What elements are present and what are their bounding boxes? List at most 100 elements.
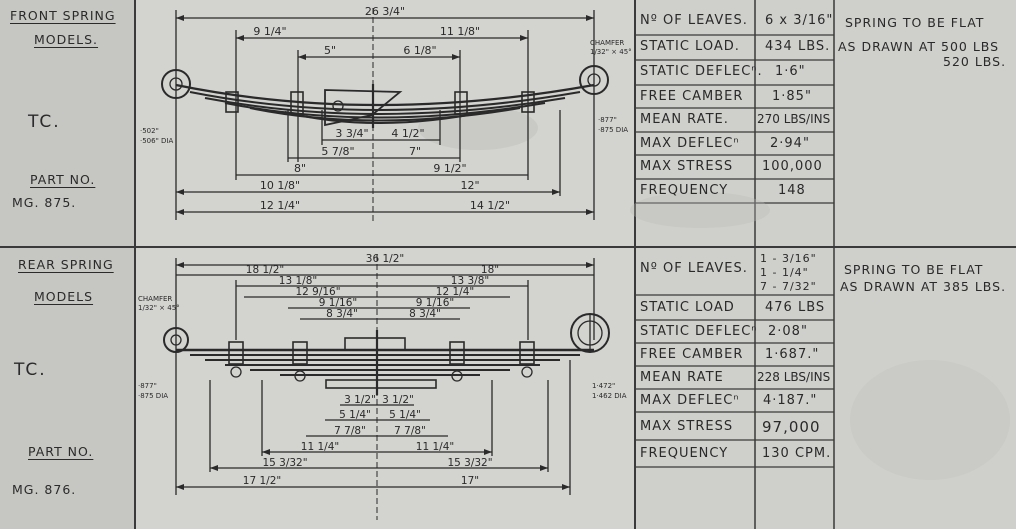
front-note-line1: SPRING TO BE FLAT xyxy=(845,15,985,30)
rear-dim-11-1-4-a: 11 1/4" xyxy=(301,441,339,453)
rear-spec-value-max-stress: 97,000 xyxy=(762,418,821,436)
front-dim-9-1-4: 9 1/4" xyxy=(253,25,286,38)
rear-note-line1: SPRING TO BE FLAT xyxy=(844,262,984,277)
front-dim-14-1-2: 14 1/2" xyxy=(470,199,510,212)
rear-dim-13-3-8: 13 3/8" xyxy=(451,275,489,287)
front-note-line3: 520 LBS. xyxy=(943,54,1007,69)
rear-spec-label-max-stress: MAX STRESS xyxy=(640,419,734,434)
rear-dim-12-9-16: 12 9/16" xyxy=(295,286,340,298)
front-spec-label-static-deflection: STATIC DEFLECⁿ. xyxy=(640,64,763,79)
rear-dim-18-1-2: 18 1/2" xyxy=(246,264,284,276)
rear-dim-17: 17" xyxy=(461,475,479,487)
front-spec-label-max-stress: MAX STRESS xyxy=(640,159,734,174)
front-dim-12-1-4: 12 1/4" xyxy=(260,199,300,212)
rear-dim-7-7-8-a: 7 7/8" xyxy=(334,425,366,437)
rear-note-line2: AS DRAWN AT 385 LBS. xyxy=(840,279,1007,294)
front-spec-label-max-deflection: MAX DEFLECⁿ xyxy=(640,136,740,151)
rear-dim-3-1-2-b: 3 1/2" xyxy=(382,394,414,406)
front-title-line1: FRONT SPRING xyxy=(10,8,116,23)
front-spec-label-frequency: FREQUENCY xyxy=(640,183,729,198)
rear-spec-value-mean-rate: 228 LBS/INS xyxy=(757,370,831,384)
rear-dim-11-1-4-b: 11 1/4" xyxy=(416,441,454,453)
rear-dim-overall: 36 1/2" xyxy=(366,253,404,265)
rear-dim-13-1-8: 13 1/8" xyxy=(279,275,317,287)
front-spec-value-free-camber: 1·85" xyxy=(772,89,812,104)
rear-spec-label-free-camber: FREE CAMBER xyxy=(640,347,744,362)
front-dim-7: 7" xyxy=(409,145,421,158)
rear-dim-17-1-2: 17 1/2" xyxy=(243,475,281,487)
front-dim-9-1-2: 9 1/2" xyxy=(433,162,466,175)
rear-spec-label-leaves: Nº OF LEAVES. xyxy=(640,261,748,276)
rear-spec-value-max-deflection: 4·187." xyxy=(763,393,818,408)
rear-dim-7-7-8-b: 7 7/8" xyxy=(394,425,426,437)
front-eye-right-2: ·875 DIA xyxy=(598,126,628,134)
front-chamfer: CHAMFER xyxy=(590,39,624,47)
rear-spec-value-frequency: 130 CPM. xyxy=(762,446,832,461)
front-dim-11-1-8: 11 1/8" xyxy=(440,25,480,38)
rear-dim-9-1-16-a: 9 1/16" xyxy=(319,297,357,309)
rear-dim-15-3-32-b: 15 3/32" xyxy=(447,457,492,469)
rear-title-line1: REAR SPRING xyxy=(18,257,114,272)
front-spec-value-max-stress: 100,000 xyxy=(762,159,823,174)
front-spec-value-mean-rate: 270 LBS/INS xyxy=(757,112,831,126)
rear-dim-3-1-2-a: 3 1/2" xyxy=(344,394,376,406)
front-spec-value-static-deflection: 1·6" xyxy=(775,64,806,79)
rear-spec-value-leaves-2: 1 - 1/4" xyxy=(760,266,809,279)
front-spec-label-leaves: Nº OF LEAVES. xyxy=(640,13,748,28)
rear-spec-label-static-load: STATIC LOAD xyxy=(640,300,735,315)
front-dim-5-7-8: 5 7/8" xyxy=(321,145,354,158)
rear-spec-value-static-deflection: 2·08" xyxy=(768,324,808,339)
front-spec-value-frequency: 148 xyxy=(778,183,806,198)
front-eye-left-2: ·506" DIA xyxy=(140,137,173,145)
front-spec-value-static-load: 434 LBS. xyxy=(765,39,831,54)
front-dim-overall: 26 3/4" xyxy=(365,5,405,18)
rear-part-number: MG. 876. xyxy=(12,482,77,497)
front-dim-10-1-8: 10 1/8" xyxy=(260,179,300,192)
front-dim-12: 12" xyxy=(460,179,479,192)
rear-part-label: PART NO. xyxy=(28,444,94,459)
rear-spec-value-free-camber: 1·687." xyxy=(765,347,820,362)
rear-spec-label-mean-rate: MEAN RATE xyxy=(640,370,724,385)
rear-model: TC. xyxy=(14,360,47,380)
rear-eye-right-1: 1·472" xyxy=(592,382,615,390)
rear-eye-right-2: 1·462 DIA xyxy=(592,392,627,400)
front-eye-left-1: ·502" xyxy=(140,127,159,135)
rear-eye-left-2: ·875 DIA xyxy=(138,392,168,400)
front-spec-value-max-deflection: 2·94" xyxy=(770,136,810,151)
rear-dim-18: 18" xyxy=(481,264,499,276)
front-note-line2: AS DRAWN AT 500 LBS xyxy=(838,39,1000,54)
rear-chamfer: CHAMFER xyxy=(138,295,172,303)
front-part-label: PART NO. xyxy=(30,172,96,187)
front-spec-label-mean-rate: MEAN RATE. xyxy=(640,112,729,127)
front-dim-4-1-2: 4 1/2" xyxy=(391,127,424,140)
rear-chamfer-val: 1/32" × 45° xyxy=(138,304,180,312)
rear-dim-15-3-32-a: 15 3/32" xyxy=(262,457,307,469)
rear-dim-8-3-4-a: 8 3/4" xyxy=(326,308,358,320)
rear-dim-9-1-16-b: 9 1/16" xyxy=(416,297,454,309)
front-dim-5: 5" xyxy=(324,44,336,57)
rear-spec-value-leaves-1: 1 - 3/16" xyxy=(760,252,817,265)
rear-title-line2: MODELS xyxy=(34,289,94,304)
front-model: TC. xyxy=(28,112,61,132)
front-spec-label-free-camber: FREE CAMBER xyxy=(640,89,744,104)
front-spec-label-static-load: STATIC LOAD. xyxy=(640,39,740,54)
rear-spec-label-static-deflection: STATIC DEFLECⁿ xyxy=(640,324,758,339)
front-dim-6-1-8: 6 1/8" xyxy=(403,44,436,57)
rear-eye-left-1: ·877" xyxy=(138,382,157,390)
rear-dim-5-1-4-b: 5 1/4" xyxy=(389,409,421,421)
rear-spec-value-leaves-3: 7 - 7/32" xyxy=(760,280,817,293)
rear-spec-label-frequency: FREQUENCY xyxy=(640,446,729,461)
rear-dim-12-1-4: 12 1/4" xyxy=(436,286,474,298)
front-chamfer-val: 1/32" × 45° xyxy=(590,48,632,56)
front-eye-right-1: ·877" xyxy=(598,116,617,124)
front-title-line2: MODELS. xyxy=(34,32,99,47)
front-part-number: MG. 875. xyxy=(12,195,77,210)
front-dim-3-3-4: 3 3/4" xyxy=(335,127,368,140)
rear-spec-label-max-deflection: MAX DEFLECⁿ xyxy=(640,393,740,408)
rear-dim-5-1-4-a: 5 1/4" xyxy=(339,409,371,421)
